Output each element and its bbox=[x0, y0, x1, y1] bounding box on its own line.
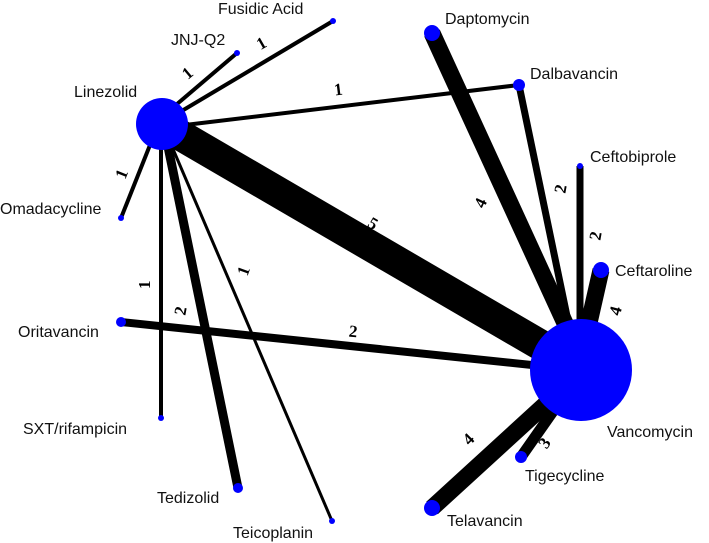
label-oritavancin: Oritavancin bbox=[18, 324, 99, 341]
label-ceftaroline: Ceftaroline bbox=[615, 263, 692, 280]
edge-label-linezolid-teicoplanin: 1 bbox=[233, 264, 254, 278]
edge-label-linezolid-fusidic-acid: 1 bbox=[253, 33, 270, 54]
edge-label-oritavancin-vancomycin: 2 bbox=[348, 322, 358, 342]
edge-linezolid-tedizolid bbox=[160, 131, 243, 489]
edges bbox=[119, 19, 610, 522]
node-oritavancin bbox=[116, 317, 126, 327]
node-jnj-q2 bbox=[234, 50, 240, 56]
edge-label-ceftobiprole-vancomycin: 2 bbox=[585, 230, 605, 242]
edge-linezolid-teicoplanin bbox=[165, 134, 334, 522]
node-ceftobiprole bbox=[577, 163, 583, 169]
edge-label-linezolid-sxt-rifampicin: 1 bbox=[135, 281, 154, 290]
edge-label-telavancin-vancomycin: 4 bbox=[459, 429, 479, 449]
label-dalbavancin: Dalbavancin bbox=[530, 66, 618, 83]
node-vancomycin bbox=[530, 319, 632, 421]
edge-linezolid-omadacycline bbox=[119, 139, 154, 219]
nodes bbox=[116, 18, 632, 524]
label-teicoplanin: Teicoplanin bbox=[233, 525, 313, 542]
node-teicoplanin bbox=[329, 518, 335, 524]
label-omadacycline: Omadacycline bbox=[0, 201, 101, 218]
label-ceftobiprole: Ceftobiprole bbox=[590, 149, 676, 166]
node-daptomycin bbox=[424, 25, 440, 41]
node-tigecycline bbox=[515, 451, 527, 463]
edge-oritavancin-vancomycin bbox=[120, 318, 571, 373]
label-linezolid: Linezolid bbox=[74, 84, 137, 101]
edge-daptomycin-vancomycin bbox=[424, 29, 583, 349]
node-sxt-rifampicin bbox=[158, 415, 164, 421]
label-telavancin: Telavancin bbox=[447, 513, 523, 530]
node-tedizolid bbox=[233, 483, 243, 493]
label-jnj-q2: JNJ-Q2 bbox=[171, 32, 225, 49]
node-telavancin bbox=[424, 500, 440, 516]
label-daptomycin: Daptomycin bbox=[445, 11, 529, 28]
edge-label-dalbavancin-vancomycin: 2 bbox=[550, 183, 570, 195]
edge-linezolid-fusidic-acid bbox=[173, 19, 335, 117]
node-omadacycline bbox=[118, 215, 124, 221]
edge-linezolid-jnj-q2 bbox=[168, 51, 239, 112]
edge-label-linezolid-dalbavancin: 1 bbox=[333, 80, 344, 100]
node-fusidic-acid bbox=[330, 18, 336, 24]
edge-label-linezolid-jnj-q2: 1 bbox=[178, 63, 197, 83]
edge-label-ceftaroline-vancomycin: 4 bbox=[605, 304, 626, 318]
label-sxt-rifampicin: SXT/rifampicin bbox=[23, 421, 127, 438]
node-ceftaroline bbox=[593, 262, 609, 278]
label-tigecycline: Tigecycline bbox=[525, 468, 605, 485]
edge-label-linezolid-tedizolid: 2 bbox=[170, 305, 190, 317]
label-vancomycin: Vancomycin bbox=[607, 424, 693, 441]
label-tedizolid: Tedizolid bbox=[157, 490, 219, 507]
edge-label-linezolid-vancomycin: 5 bbox=[365, 213, 382, 234]
edge-label-linezolid-omadacycline: 1 bbox=[111, 166, 132, 181]
node-dalbavancin bbox=[513, 79, 525, 91]
edge-label-daptomycin-vancomycin: 4 bbox=[470, 195, 491, 211]
edge-label-tigecycline-vancomycin: 3 bbox=[534, 434, 554, 452]
edge-dalbavancin-vancomycin bbox=[515, 84, 577, 346]
label-fusidic-acid: Fusidic Acid bbox=[218, 1, 303, 18]
node-labels: Linezolid Vancomycin Fusidic Acid JNJ-Q2… bbox=[0, 1, 693, 542]
edge-linezolid-vancomycin bbox=[160, 114, 588, 382]
node-linezolid bbox=[136, 98, 188, 150]
